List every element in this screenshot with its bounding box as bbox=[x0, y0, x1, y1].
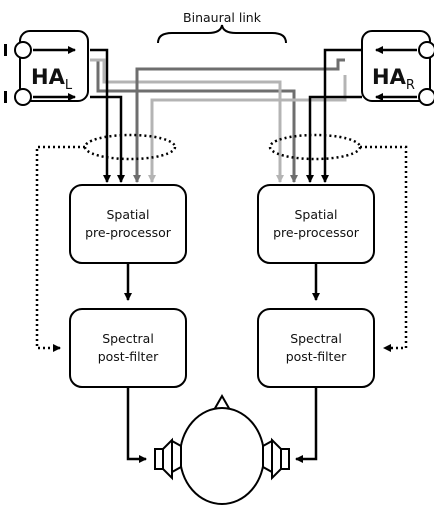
output-lines bbox=[126, 387, 318, 463]
ear-right-icon bbox=[262, 439, 273, 474]
binaural-link-brace bbox=[157, 24, 287, 44]
signal-group-ellipse-right bbox=[268, 133, 362, 161]
microphone-icon bbox=[14, 41, 32, 59]
svg-text:Spatial: Spatial bbox=[294, 207, 337, 222]
ear-left-icon bbox=[171, 439, 182, 474]
binaural-link-lines bbox=[90, 58, 347, 183]
link-line-right-to-left-dark bbox=[133, 58, 345, 183]
left-spatial-preprocessor: Spatial pre-processor bbox=[69, 184, 187, 264]
svg-text:Spatial: Spatial bbox=[106, 207, 149, 222]
microphone-icon bbox=[418, 41, 434, 59]
hearing-aid-right-label: HAR bbox=[372, 65, 415, 93]
hearing-aid-left: HAL bbox=[4, 30, 89, 106]
right-spectral-postfilter: Spectral post-filter bbox=[257, 308, 375, 388]
svg-text:Spectral: Spectral bbox=[290, 331, 342, 346]
microphone-icon bbox=[14, 88, 32, 106]
right-spatial-preprocessor: Spatial pre-processor bbox=[257, 184, 375, 264]
hearing-aid-left-label: HAL bbox=[31, 65, 73, 93]
microphone-icon bbox=[418, 88, 434, 106]
listener-head bbox=[171, 393, 273, 505]
left-spectral-postfilter: Spectral post-filter bbox=[69, 308, 187, 388]
binaural-link-label: Binaural link bbox=[183, 10, 262, 25]
svg-text:post-filter: post-filter bbox=[98, 349, 159, 364]
dotted-side-feeds bbox=[35, 145, 408, 352]
signal-group-ellipse-left bbox=[83, 133, 177, 161]
link-line-right-to-left-light bbox=[148, 75, 347, 183]
mic-signal-lines bbox=[33, 46, 417, 183]
speaker-right-icon bbox=[271, 437, 290, 481]
hearing-aid-right: HAR bbox=[361, 30, 434, 106]
svg-text:post-filter: post-filter bbox=[286, 349, 347, 364]
svg-text:Spectral: Spectral bbox=[102, 331, 154, 346]
svg-text:pre-processor: pre-processor bbox=[85, 225, 172, 240]
speaker-left-icon bbox=[154, 437, 173, 481]
link-line-left-to-right-light bbox=[90, 58, 284, 183]
svg-text:pre-processor: pre-processor bbox=[273, 225, 360, 240]
